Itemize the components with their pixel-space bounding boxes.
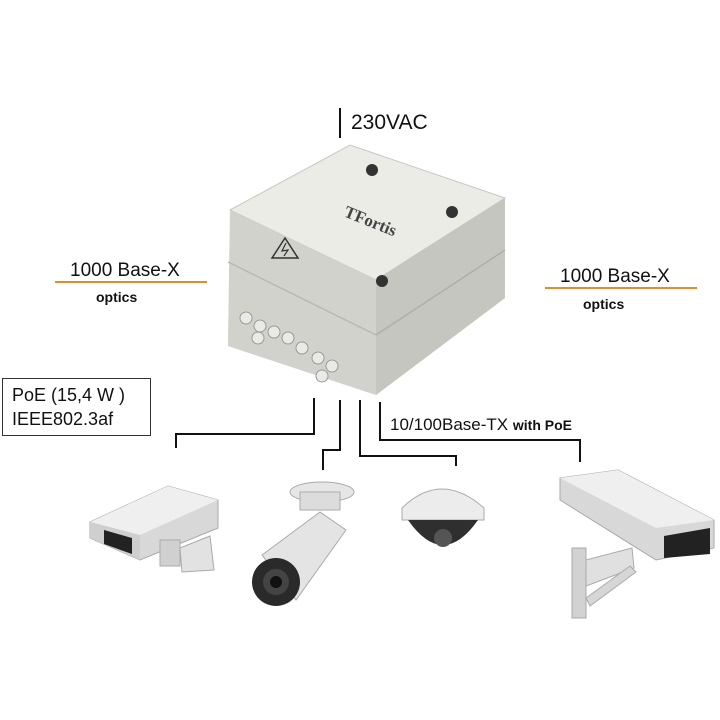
box-camera-housing-left xyxy=(89,485,219,573)
power-label: 230VAC xyxy=(351,111,428,134)
ports-label: 10/100Base-TX with PoE xyxy=(390,414,572,436)
poe-line1: PoE (15,4 W ) xyxy=(12,385,126,405)
uplink-right-label: 1000 Base-X xyxy=(560,266,670,287)
tfortis-switch-enclosure xyxy=(227,144,507,395)
dome-camera xyxy=(401,488,485,547)
cable-to-camera-2 xyxy=(322,400,341,470)
screw-icon xyxy=(366,164,378,176)
uplink-left-line xyxy=(55,281,207,283)
ports-label-suffix: with PoE xyxy=(512,417,572,433)
poe-line2: IEEE802.3af xyxy=(12,409,114,429)
poe-cables xyxy=(175,398,581,470)
uplink-right-line xyxy=(545,287,697,289)
uplink-right-sub: optics xyxy=(583,296,625,312)
uplink-left-sub: optics xyxy=(96,289,138,305)
cable-to-camera-4 xyxy=(379,402,581,462)
screw-icon xyxy=(446,206,458,218)
bullet-camera xyxy=(252,481,355,606)
power-line xyxy=(339,108,341,138)
screw-icon xyxy=(376,275,388,287)
cable-to-camera-3 xyxy=(359,400,457,466)
ports-label-text: 10/100Base-TX xyxy=(390,415,509,434)
box-camera-housing-right xyxy=(559,469,715,619)
cable-glands xyxy=(239,311,339,383)
warning-icon xyxy=(270,236,300,259)
poe-info-box: PoE (15,4 W ) IEEE802.3af xyxy=(2,378,151,436)
cable-to-camera-1 xyxy=(175,398,315,448)
uplink-left-label: 1000 Base-X xyxy=(70,260,180,281)
